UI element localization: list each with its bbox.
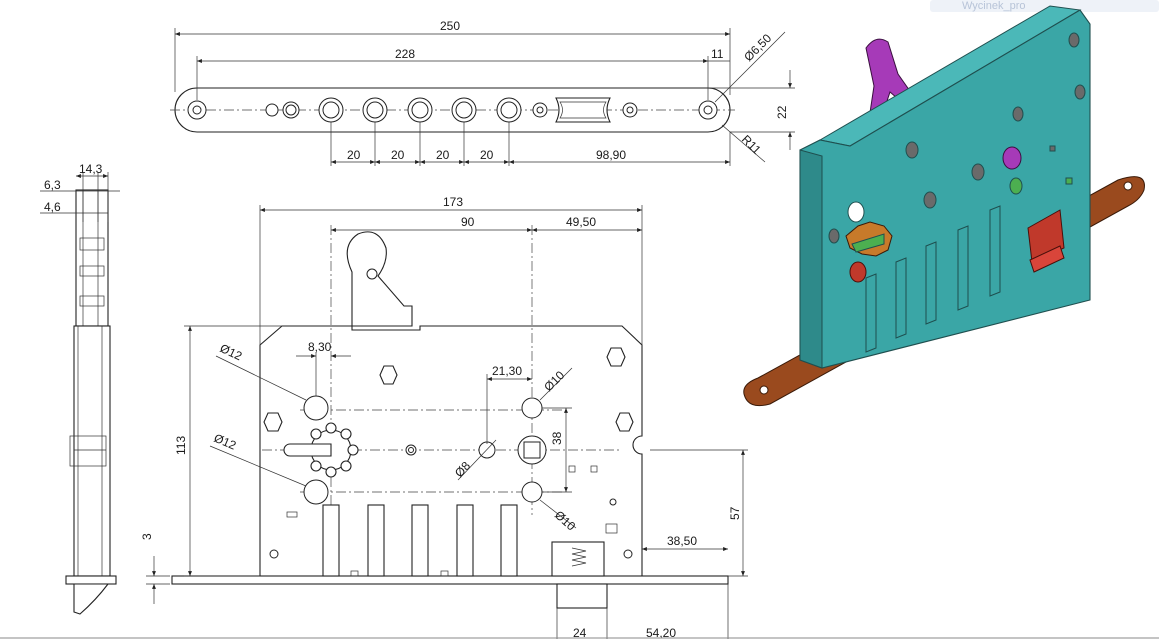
latch-spring [571,547,587,567]
latch-slot-inner [559,101,607,119]
dim-side-width: 14,3 [79,162,103,176]
faceplate-bolt-hole-inner [455,101,473,119]
gear [283,422,359,478]
lever-pivot [366,268,378,280]
faceplate-hole-inner [192,105,202,115]
latch-bolt [556,583,608,609]
dim-front-depth: 54,20 [646,626,676,639]
dim-latch-height: 57 [728,506,742,520]
dim-cylinder-pitch: 21,30 [492,364,522,378]
lever [346,231,413,327]
dim-faceplate-height: 22 [775,105,789,119]
dim-latch-x: 38,50 [667,534,697,548]
dim-overall-length: 250 [440,19,460,33]
dim-hole-span: 228 [395,47,415,61]
watermark: Wycinek_pro [930,0,1159,12]
dim-radius: R11 [739,132,764,157]
faceplate-hole-inner [285,104,297,116]
latch-slot [555,97,611,123]
dim-side-offset-b: 4,6 [44,200,61,214]
dim-hole-left-x: 8,30 [308,340,332,354]
faceplate-hole-inner [626,106,634,114]
faceplate-hole-inner [536,106,544,114]
faceplate-bolt-hole-inner [500,101,518,119]
dim-d12-bottom: Ø12 [212,431,239,453]
faceplate-bolt-hole-inner [366,101,384,119]
dim-tail: 98,90 [596,148,626,162]
dim-side-bottom: 3 [140,533,154,540]
dim-cylinder-offset: 90 [461,215,475,229]
dim-front-height: 113 [174,436,188,455]
faceplate-bolt-hole-inner [411,101,429,119]
iso-case [799,9,1091,369]
deadbolt [456,504,474,577]
screw-head [606,347,626,367]
spindle-square [523,441,541,459]
screw-head [379,365,398,385]
deadbolt [322,504,340,577]
faceplate-view: 250 228 11 Ø6,50 22 R11 20 20 20 [170,19,795,166]
dim-pitch: 20 [391,148,405,162]
hole-d10-top [521,397,543,419]
deadbolt [367,504,385,577]
screw-head [263,412,283,432]
side-base [65,575,117,585]
side-body [73,325,111,577]
dim-pitch: 20 [347,148,361,162]
watermark-text: Wycinek_pro [962,0,1025,12]
dim-backset-pitch: 38 [550,431,564,445]
dim-case-width: 173 [443,195,463,209]
front-view: 173 90 49,50 8,30 Ø12 Ø12 21,30 Ø10 Ø8 Ø… [171,195,748,639]
side-view: 14,3 6,3 4,6 3 [40,162,170,615]
front-faceplate [171,575,729,585]
hole-d10-bottom [521,481,543,503]
hole-d12-top [303,395,329,421]
deadbolt [411,504,429,577]
isometric-3d-view [743,5,1145,407]
hole-d12-bottom [303,479,329,505]
deadbolt [500,504,518,577]
screw-head [615,412,634,432]
dim-latch-width: 24 [573,626,587,639]
dim-d12-top: Ø12 [218,341,245,363]
dim-pitch: 20 [480,148,494,162]
lock-case [259,325,643,577]
dim-end-offset: 11 [711,47,724,61]
faceplate-hole [265,103,279,117]
side-upper [75,189,109,327]
faceplate-hole-inner [703,105,713,115]
dim-pitch: 20 [436,148,450,162]
faceplate-bolt-hole-inner [322,101,340,119]
dim-right-offset: 49,50 [566,215,596,229]
dim-side-offset-a: 6,3 [44,178,61,192]
side-latch [73,583,110,615]
